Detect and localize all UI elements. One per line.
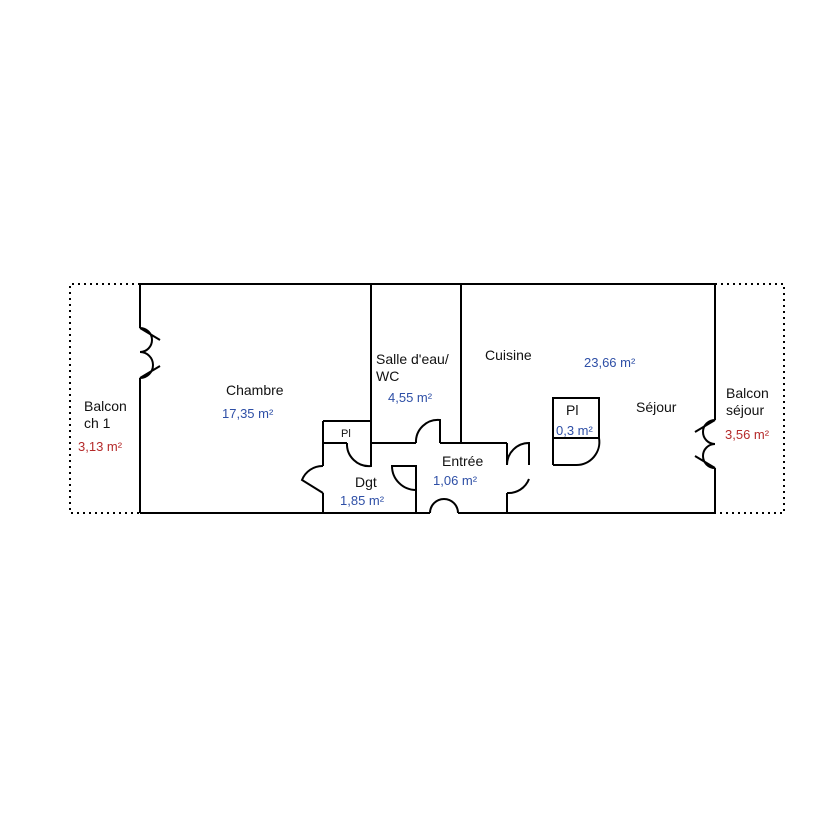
door-dgt-entree: [390, 465, 417, 491]
dgt-area: 1,85 m²: [340, 493, 385, 508]
entree-area: 1,06 m²: [433, 473, 478, 488]
pl-dgt-label: Pl: [341, 428, 351, 440]
dgt-label: Dgt: [355, 474, 377, 490]
balcon-ch1-area: 3,13 m²: [78, 439, 123, 454]
balcon-sejour-area: 3,56 m²: [725, 427, 770, 442]
door-dgt-left: [300, 464, 324, 494]
door-sejour-balcon: [694, 419, 716, 469]
chambre-label: Chambre: [226, 382, 284, 398]
salle-eau-area: 4,55 m²: [388, 390, 433, 405]
door-pl-sejour: [553, 437, 601, 467]
doors: [139, 327, 716, 514]
balcon-ch1-label-1: Balcon: [84, 398, 127, 414]
salle-eau-label-2: WC: [376, 368, 400, 384]
sejour-cuisine-area: 23,66 m²: [584, 355, 636, 370]
pl-sejour-label: Pl: [566, 402, 579, 418]
door-chambre-balcon: [139, 327, 161, 379]
sejour-label: Séjour: [636, 399, 677, 415]
walls: [139, 283, 716, 514]
balcon-ch1-label-2: ch 1: [84, 415, 111, 431]
entree-label: Entrée: [442, 453, 484, 469]
balcon-sejour-label-1: Balcon: [726, 385, 769, 401]
chambre-area: 17,35 m²: [222, 406, 274, 421]
door-entree-sejour: [506, 441, 530, 495]
door-entree: [429, 498, 459, 514]
door-salle-eau: [414, 418, 441, 444]
door-pl-dgt: [345, 442, 372, 468]
salle-eau-label-1: Salle d'eau/: [376, 351, 449, 367]
balcon-sejour-label-2: séjour: [726, 402, 765, 418]
pl-sejour-box: [552, 397, 600, 439]
cuisine-label: Cuisine: [485, 347, 532, 363]
pl-sejour-area: 0,3 m²: [556, 423, 593, 438]
